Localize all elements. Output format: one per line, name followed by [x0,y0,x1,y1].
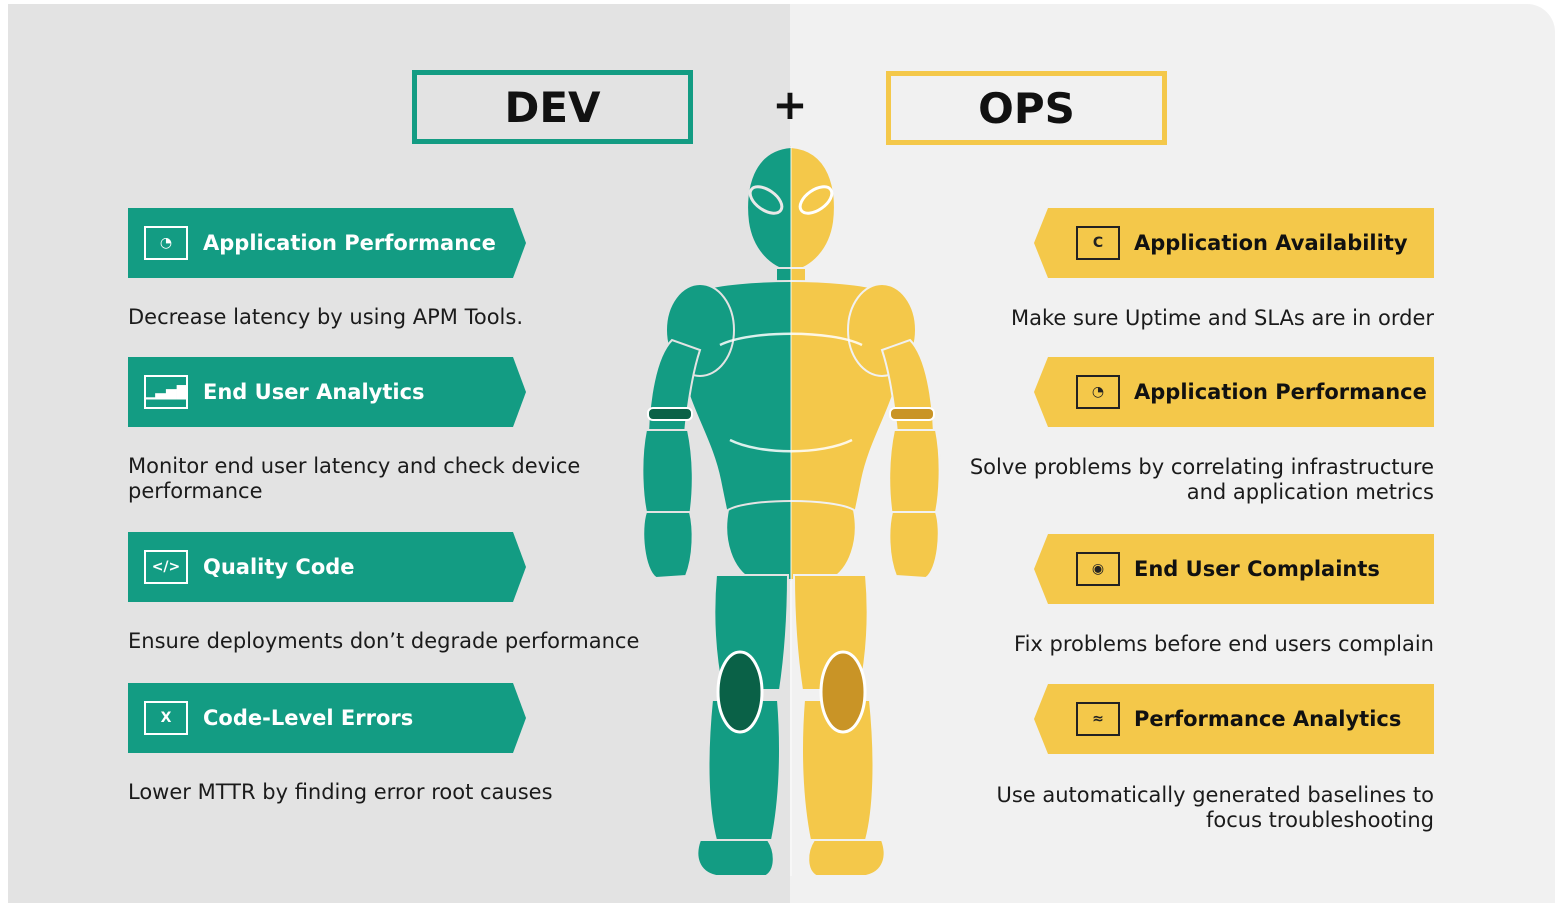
ops-desc-application-availability: Make sure Uptime and SLAs are in order [1011,306,1434,330]
user-icon: ◉ [1076,552,1120,586]
robot-left-eye [748,185,784,215]
ops-desc-application-performance: Solve problems by correlating infrastruc… [969,455,1434,504]
ops-banner-application-performance: ◔ Application Performance [1034,357,1434,427]
plus-sign: + [772,80,808,129]
ops-banner-label: Application Performance [1134,380,1427,404]
ops-banner-end-user-complaints: ◉ End User Complaints [1034,534,1434,604]
ops-banner-performance-analytics: ≈ Performance Analytics [1034,684,1434,754]
close-x-icon: X [144,701,188,735]
ops-banner-label: Application Availability [1134,231,1408,255]
bar-chart-icon: ▁▃▅▇ [144,375,188,409]
ops-banner-application-availability: C Application Availability [1034,208,1434,278]
robot-right-knee [819,650,867,734]
dev-desc-end-user-analytics: Monitor end user latency and check devic… [128,454,581,503]
ops-desc-performance-analytics: Use automatically generated baselines to… [996,783,1434,832]
dev-banner-label: Code-Level Errors [203,706,414,730]
analytics-icon: ≈ [1076,702,1120,736]
dev-desc-code-level-errors: Lower MTTR by finding error root causes [128,780,553,804]
ops-banner-label: End User Complaints [1134,557,1380,581]
speedometer-icon: ◔ [1076,375,1120,409]
robot-chest-line [719,332,863,347]
dev-banner-quality-code: </> Quality Code [128,532,526,602]
code-icon: </> [144,550,188,584]
robot-left-knee [716,650,764,734]
dev-banner-end-user-analytics: ▁▃▅▇ End User Analytics [128,357,526,427]
robot-abdomen-line [729,438,853,453]
dev-banner-label: End User Analytics [203,380,425,404]
ops-title: OPS [886,71,1167,145]
robot-right-elbow [889,407,935,421]
refresh-icon: C [1076,226,1120,260]
robot-right-eye [798,185,834,215]
dev-banner-application-performance: ◔ Application Performance [128,208,526,278]
dev-title: DEV [412,70,693,144]
dev-desc-application-performance: Decrease latency by using APM Tools. [128,305,524,329]
speedometer-icon: ◔ [144,226,188,260]
dev-banner-label: Application Performance [203,231,496,255]
ops-banner-label: Performance Analytics [1134,707,1402,731]
robot-left-elbow [647,407,693,421]
dev-banner-label: Quality Code [203,555,355,579]
dev-banner-code-level-errors: X Code-Level Errors [128,683,526,753]
ops-desc-end-user-complaints: Fix problems before end users complain [1014,632,1434,656]
dev-desc-quality-code: Ensure deployments don’t degrade perform… [128,629,640,653]
